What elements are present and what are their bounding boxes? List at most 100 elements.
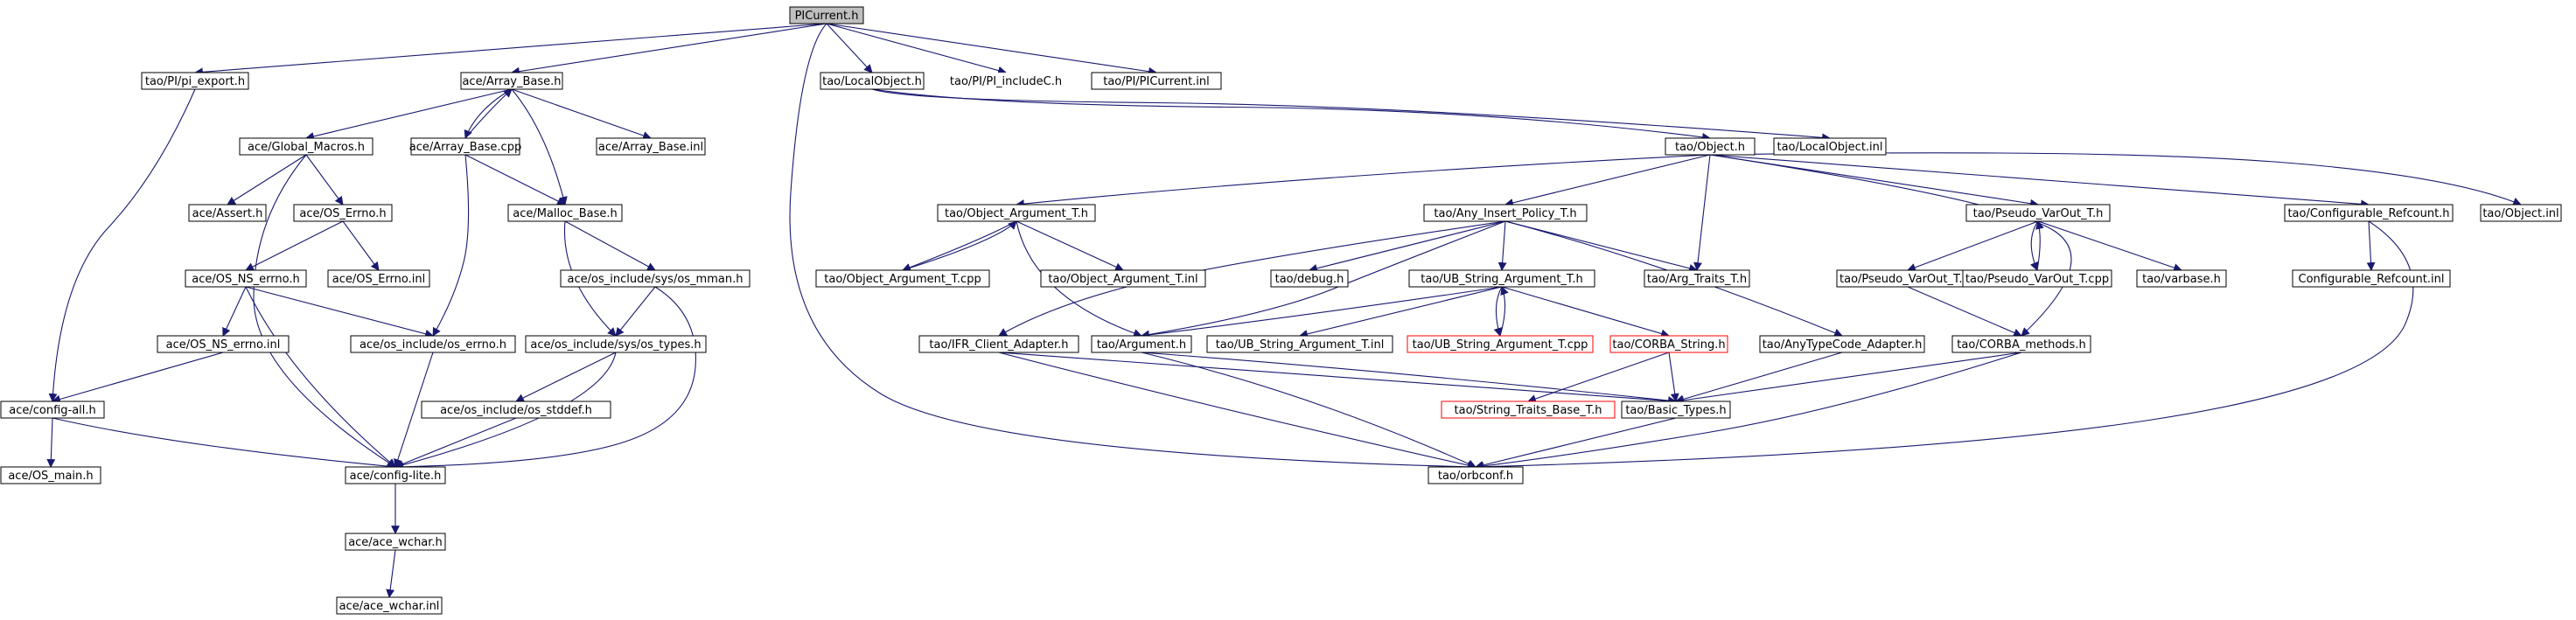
node-label: tao/debug.h (1275, 273, 1344, 286)
node-pseudo-varout-t-inl[interactable]: tao/Pseudo_VarOut_T.inl (1836, 269, 1979, 288)
node-anytypecode-adapter-h[interactable]: tao/AnyTypeCode_Adapter.h (1759, 335, 1925, 353)
edge-LocalObject_h-to-Object_h (871, 88, 1711, 142)
node-string-traits-base-t-h[interactable]: tao/String_Traits_Base_T.h (1441, 401, 1616, 419)
edge-PICurrent_h-to-Array_Base_h (511, 23, 827, 76)
edge-OS_NS_errno_h-to-os_errno_h (245, 286, 434, 338)
node-orbconf-h[interactable]: tao/orbconf.h (1428, 466, 1524, 484)
edge-Global_Macros_h-to-OS_Errno_h (305, 154, 344, 206)
node-label: ace/Array_Base.h (462, 75, 561, 88)
edge-os_stddef_h-to-config_lite_h (394, 417, 517, 469)
node-label: ace/Global_Macros.h (248, 141, 365, 154)
node-label: ace/os_include/sys/os_mman.h (568, 273, 743, 286)
node-label: tao/PI/PI_includeC.h (950, 75, 1062, 88)
node-label: ace/ace_wchar.h (348, 536, 443, 549)
node-basic-types-h[interactable]: tao/Basic_Types.h (1621, 401, 1731, 419)
node-config-all-h[interactable]: ace/config-all.h (0, 401, 105, 419)
node-configurable-refcount-h[interactable]: tao/Configurable_Refcount.h (2284, 204, 2454, 222)
node-box (345, 533, 446, 551)
edge-Argument_h-to-Basic_Types_h (1141, 352, 1677, 405)
node-localobject-h[interactable]: tao/LocalObject.h (820, 72, 925, 90)
node-corba-string-h[interactable]: tao/CORBA_String.h (1609, 335, 1728, 353)
node-label: ace/OS_Errno.h (299, 207, 386, 220)
edge-Array_Base_cpp-to-Array_Base_h (464, 88, 513, 139)
node-ifr-client-adapter-h[interactable]: tao/IFR_Client_Adapter.h (918, 335, 1079, 353)
node-os-mman-h[interactable]: ace/os_include/sys/os_mman.h (560, 269, 750, 288)
edge-ace_wchar_h-to-ace_wchar_inl (386, 549, 396, 598)
node-any-insert-policy-t-h[interactable]: tao/Any_Insert_Policy_T.h (1423, 204, 1588, 222)
edge-Any_Insert_Policy_T_h-to-UB_String_Argument_T_h (1497, 220, 1507, 271)
edge-os_mman_h-to-config_lite_h (394, 286, 696, 471)
node-object-argument-t-inl[interactable]: tao/Object_Argument_T.inl (1040, 269, 1206, 288)
edge-Object_Argument_T_h-to-Object_Argument_T_cpp (902, 220, 1017, 272)
node-object-argument-t-h[interactable]: tao/Object_Argument_T.h (937, 204, 1096, 222)
node-label: ace/os_include/os_errno.h (360, 338, 506, 352)
node-os-errno-h[interactable]: ace/os_include/os_errno.h (350, 335, 516, 353)
node-os-types-h[interactable]: ace/os_include/sys/os_types.h (525, 335, 707, 353)
node-ub-string-argument-t-h[interactable]: tao/UB_String_Argument_T.h (1408, 269, 1595, 288)
node-ace-wchar-inl[interactable]: ace/ace_wchar.inl (336, 596, 443, 615)
node-picurrent-h[interactable]: PICurrent.h (789, 6, 864, 24)
node-box (946, 73, 1065, 89)
node-os-stddef-h[interactable]: ace/os_include/os_stddef.h (421, 401, 611, 419)
node-box (0, 401, 105, 419)
edge-Pseudo_VarOut_T_h-to-Pseudo_VarOut_T_inl (1907, 220, 2039, 272)
node-debug-h[interactable]: tao/debug.h (1270, 269, 1349, 288)
node-object-inl[interactable]: tao/Object.inl (2480, 204, 2562, 222)
node-pseudo-varout-t-h[interactable]: tao/Pseudo_VarOut_T.h (1965, 204, 2111, 222)
node-label: ace/Malloc_Base.h (513, 207, 618, 220)
node-os-errno-h[interactable]: ace/OS_Errno.h (293, 204, 393, 222)
node-os-errno-inl[interactable]: ace/OS_Errno.inl (327, 269, 430, 288)
node-config-lite-h[interactable]: ace/config-lite.h (345, 466, 446, 484)
node-array-base-h[interactable]: ace/Array_Base.h (460, 72, 563, 90)
edge-Object_h-to-Object_inl (1709, 152, 2522, 206)
node-pi-includec-h[interactable]: tao/PI/PI_includeC.h (946, 73, 1065, 89)
edge-PICurrent_h-to-PICurrent_inl (826, 23, 1157, 76)
node-argument-h[interactable]: tao/Argument.h (1091, 335, 1192, 353)
node-box (460, 72, 563, 90)
node-object-h[interactable]: tao/Object.h (1665, 137, 1756, 156)
node-global-macros-h[interactable]: ace/Global_Macros.h (239, 137, 373, 156)
node-box (1091, 335, 1192, 353)
node-ace-wchar-h[interactable]: ace/ace_wchar.h (345, 533, 446, 551)
edge-Basic_Types_h-to-orbconf_h (1475, 417, 1677, 470)
node-object-argument-t-cpp[interactable]: tao/Object_Argument_T.cpp (815, 269, 990, 288)
node-pseudo-varout-t-cpp[interactable]: tao/Pseudo_VarOut_T.cpp (1962, 269, 2112, 288)
node-box (327, 269, 430, 288)
node-array-base-inl[interactable]: ace/Array_Base.inl (596, 137, 706, 156)
node-label: tao/Object_Argument_T.cpp (824, 273, 981, 286)
node-malloc-base-h[interactable]: ace/Malloc_Base.h (507, 204, 623, 222)
node-picurrent-inl[interactable]: tao/PI/PICurrent.inl (1091, 72, 1222, 90)
edge-Pseudo_VarOut_T_h-to-Pseudo_VarOut_T_cpp (2030, 220, 2039, 271)
node-box (1441, 401, 1616, 419)
node-os-ns-errno-inl[interactable]: ace/OS_NS_errno.inl (157, 335, 290, 353)
node-box (1206, 335, 1393, 353)
edge-Object_h-to-Object_Argument_T_h (1016, 154, 1711, 209)
node-array-base-cpp[interactable]: ace/Array_Base.cpp (409, 137, 521, 156)
node-localobject-inl[interactable]: tao/LocalObject.inl (1773, 137, 1887, 156)
node-box (1965, 204, 2111, 222)
node-os-main-h[interactable]: ace/OS_main.h (0, 466, 101, 484)
node-pi-export-h[interactable]: tao/PI/pi_export.h (141, 72, 249, 90)
edge-OS_NS_errno_inl-to-config_all_h (52, 352, 224, 404)
edge-Object_Argument_T_h-to-Object_Argument_T_inl (1016, 220, 1124, 271)
node-label: tao/Argument.h (1097, 338, 1186, 352)
node-ub-string-argument-t-inl[interactable]: tao/UB_String_Argument_T.inl (1206, 335, 1393, 353)
node-label: tao/Object.inl (2482, 207, 2559, 220)
node-box (1040, 269, 1206, 288)
node-label: tao/UB_String_Argument_T.h (1421, 273, 1582, 286)
node-configurable-refcount-inl[interactable]: Configurable_Refcount.inl (2292, 269, 2451, 288)
node-ub-string-argument-t-cpp[interactable]: tao/UB_String_Argument_T.cpp (1407, 335, 1594, 353)
node-os-ns-errno-h[interactable]: ace/OS_NS_errno.h (185, 269, 307, 288)
node-arg-traits-t-h[interactable]: tao/Arg_Traits_T.h (1644, 269, 1750, 288)
node-varbase-h[interactable]: tao/varbase.h (2136, 269, 2227, 288)
node-corba-methods-h[interactable]: tao/CORBA_methods.h (1951, 335, 2091, 353)
node-label: tao/Arg_Traits_T.h (1647, 273, 1747, 286)
node-label: ace/OS_Errno.inl (332, 273, 425, 286)
edge-Argument_h-to-orbconf_h (1141, 352, 1476, 468)
node-label: tao/varbase.h (2142, 273, 2221, 286)
node-box (1665, 137, 1756, 156)
node-label: ace/os_include/sys/os_types.h (530, 338, 701, 352)
node-box (2292, 269, 2451, 288)
node-assert-h[interactable]: ace/Assert.h (188, 204, 267, 222)
node-box (1091, 72, 1222, 90)
